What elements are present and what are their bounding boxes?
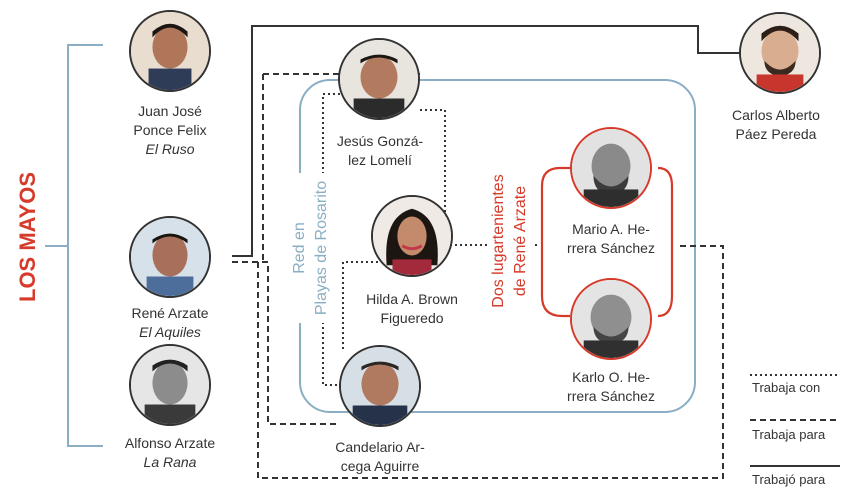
name-juan-jose-ponce: Juan José Ponce Felix El Ruso [133, 103, 207, 157]
rene-carlos-line [232, 25, 740, 257]
name-hilda-brown: Hilda A. Brown Figueredo [366, 291, 458, 326]
photo-carlos-paez [739, 12, 821, 94]
legend-trabaja-con: Trabaja con [752, 380, 821, 395]
name-carlos-paez: Carlos Alberto Páez Pereda [732, 107, 820, 142]
name-mario-herrera: Mario A. He- rrera Sánchez [567, 221, 655, 256]
name-alfonso-arzate: Alfonso Arzate La Rana [124, 435, 216, 470]
photo-hilda-brown [371, 195, 453, 277]
legend-trabajo-para: Trabajó para [752, 472, 826, 487]
name-jesus-gonzalez: Jesús Gonzá- lez Lomelí [324, 132, 436, 170]
photo-alfonso-arzate [129, 344, 211, 426]
lieutenants-label: Dos lugartenientes de René Arzate [488, 166, 532, 316]
los-mayos-bracket [67, 44, 103, 447]
group-label: LOS MAYOS [15, 172, 40, 302]
photo-candelario-arcega [339, 345, 421, 427]
photo-mario-herrera [570, 127, 652, 209]
photo-rene-arzate [129, 216, 211, 298]
lieutenants-red-line-top [540, 166, 570, 318]
lieutenants-red-line-right [657, 166, 674, 318]
rene-candelario-dash [232, 261, 340, 425]
name-rene-arzate: René Arzate El Aquiles [131, 305, 209, 340]
hilda-candelario-dotted [342, 261, 378, 350]
name-candelario-arcega: Candelario Ar- cega Aguirre [335, 439, 425, 474]
photo-jesus-gonzalez [338, 38, 420, 120]
photo-juan-jose-ponce [129, 10, 211, 92]
name-karlo-herrera: Karlo O. He- rrera Sánchez [567, 369, 655, 404]
legend-trabaja-para: Trabaja para [752, 427, 826, 442]
rosarito-network-label: Red en Playas de Rosarito [289, 173, 333, 323]
photo-karlo-herrera [570, 278, 652, 360]
